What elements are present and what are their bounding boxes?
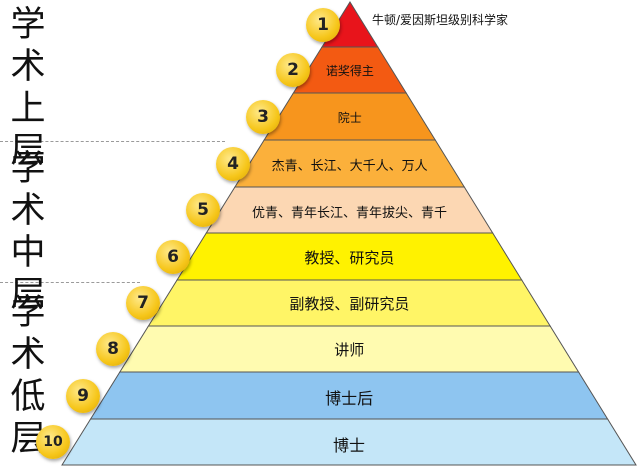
tier-number-badge-2: 2 xyxy=(276,53,310,87)
side-label-upper: 学术上层 xyxy=(10,5,46,171)
tier-label-7: 副教授、副研究员 xyxy=(289,295,410,314)
tier-label-10: 博士 xyxy=(333,435,366,455)
tier-number-badge-9: 9 xyxy=(66,378,100,413)
side-label-lower: 学术低层 xyxy=(10,293,46,459)
tier-label-5: 优青、青年长江、青年拔尖、青千 xyxy=(252,205,448,221)
tier-number-badge-8: 8 xyxy=(96,332,130,366)
tier-number-badge-5: 5 xyxy=(186,193,220,227)
divider-upper-middle xyxy=(0,141,225,142)
tier-number-badge-10: 10 xyxy=(36,425,70,459)
tier-number-badge-7: 7 xyxy=(126,286,160,320)
tier-label-8: 讲师 xyxy=(334,341,365,360)
tier-label-3: 院士 xyxy=(337,110,362,125)
tier-number-badge-6: 6 xyxy=(156,239,190,274)
pyramid-tier-10 xyxy=(61,418,637,466)
tier-label-9: 博士后 xyxy=(325,389,374,409)
tier-label-1: 牛顿/爱因斯坦级别科学家 xyxy=(372,12,509,27)
tier-number-badge-4: 4 xyxy=(216,146,250,181)
tier-number-badge-3: 3 xyxy=(246,99,280,134)
tier-label-2: 诺奖得主 xyxy=(325,64,374,79)
side-label-middle: 学术中层 xyxy=(10,149,46,315)
divider-middle-lower xyxy=(0,282,140,283)
tier-label-4: 杰青、长江、大千人、万人 xyxy=(271,159,428,175)
tier-label-6: 教授、研究员 xyxy=(304,248,395,267)
tier-number-badge-1: 1 xyxy=(306,7,340,42)
